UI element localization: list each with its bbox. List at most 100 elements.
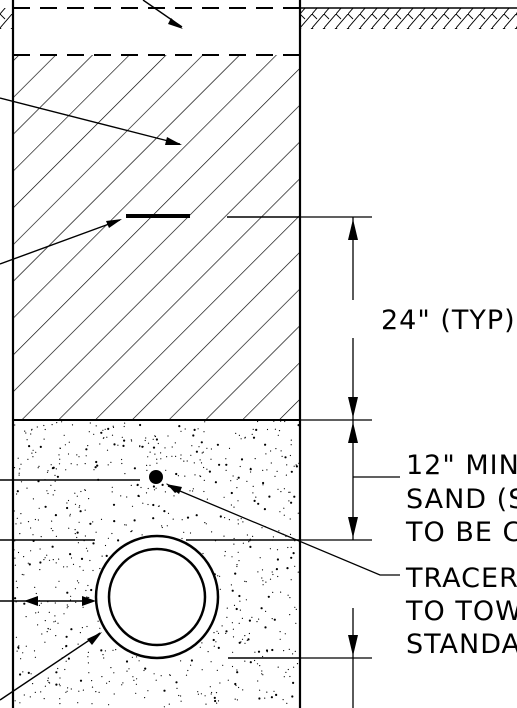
sand-grain xyxy=(192,490,194,492)
sand-grain xyxy=(53,621,55,623)
sand-grain xyxy=(65,635,68,638)
sand-grain xyxy=(200,462,203,464)
sand-grain xyxy=(141,534,143,536)
sand-grain xyxy=(268,495,271,498)
sand-grain xyxy=(269,548,271,550)
sand-grain xyxy=(200,693,202,695)
sand-grain xyxy=(168,703,170,705)
sand-grain xyxy=(156,462,158,464)
sand-grain xyxy=(204,522,206,524)
sand-grain xyxy=(70,595,72,597)
sand-grain xyxy=(81,627,83,629)
sand-grain xyxy=(166,456,168,458)
sand-grain xyxy=(276,470,278,472)
sand-grain xyxy=(131,440,133,442)
sand-grain xyxy=(137,494,140,497)
sand-grain xyxy=(121,458,123,461)
sand-grain xyxy=(239,600,241,602)
sand-grain xyxy=(66,566,68,568)
sand-grain xyxy=(259,557,261,559)
sand-grain xyxy=(246,639,248,642)
sand-grain xyxy=(269,578,272,580)
sand-grain xyxy=(77,702,79,704)
sand-grain xyxy=(262,481,265,485)
sand-grain xyxy=(225,463,228,466)
sand-grain xyxy=(241,638,244,640)
sand-grain xyxy=(230,504,232,506)
sand-grain xyxy=(262,580,264,582)
sand-grain xyxy=(286,464,288,466)
sand-grain xyxy=(256,663,259,665)
sand-grain xyxy=(20,658,22,660)
sand-grain xyxy=(280,591,282,593)
sand-grain xyxy=(144,667,147,670)
sand-grain xyxy=(287,546,289,549)
sand-grain xyxy=(280,420,282,422)
sand-grain xyxy=(195,514,198,517)
sand-grain xyxy=(157,442,159,445)
sand-grain xyxy=(239,465,241,468)
sand-grain xyxy=(152,485,155,488)
sand-grain xyxy=(278,530,280,532)
sand-grain xyxy=(259,689,261,691)
sand-grain xyxy=(88,431,90,433)
sand-grain xyxy=(234,698,236,700)
sand-grain xyxy=(84,489,86,491)
sand-grain xyxy=(202,552,204,555)
sand-grain xyxy=(262,674,264,676)
sand-grain xyxy=(255,428,258,431)
sand-grain xyxy=(210,661,212,663)
sand-grain xyxy=(219,575,221,577)
sand-grain xyxy=(293,495,296,498)
sand-grain xyxy=(237,551,239,553)
sand-grain xyxy=(289,491,291,493)
sand-grain xyxy=(44,620,46,622)
sand-grain xyxy=(224,550,226,553)
sand-grain xyxy=(199,459,201,461)
sand-grain xyxy=(264,443,267,446)
sand-grain xyxy=(216,630,218,632)
sand-grain xyxy=(54,474,56,476)
sand-grain xyxy=(54,602,56,604)
sand-grain xyxy=(67,453,70,455)
sand-grain xyxy=(32,498,35,500)
sand-grain xyxy=(91,680,93,682)
sand-grain xyxy=(142,502,144,504)
sand-grain xyxy=(292,552,295,555)
sand-grain xyxy=(244,437,246,439)
sand-grain xyxy=(293,465,295,467)
sand-grain xyxy=(27,562,29,564)
sand-grain xyxy=(131,656,133,658)
sand-grain xyxy=(280,450,282,452)
sand-grain xyxy=(147,456,149,458)
sand-grain xyxy=(190,659,193,662)
sand-grain xyxy=(123,439,126,442)
sand-grain xyxy=(194,474,196,476)
sand-grain xyxy=(249,661,252,664)
sand-grain xyxy=(215,641,217,643)
sand-grain xyxy=(58,454,60,456)
sand-grain xyxy=(238,434,240,436)
sand-grain xyxy=(67,605,69,608)
sand-grain xyxy=(18,474,20,476)
sand-grain xyxy=(120,495,122,497)
sand-grain xyxy=(76,464,78,466)
sand-grain xyxy=(230,480,232,482)
sand-grain xyxy=(261,569,264,571)
sand-grain xyxy=(180,430,182,432)
sand-grain xyxy=(91,703,93,705)
sand-grain xyxy=(202,451,204,453)
sand-grain xyxy=(61,421,63,423)
sand-grain xyxy=(244,635,246,637)
sand-grain xyxy=(186,460,188,462)
sand-grain xyxy=(290,470,293,473)
sand-grain xyxy=(208,470,211,473)
sand-grain xyxy=(226,607,228,609)
sand-grain xyxy=(287,668,289,671)
sand-grain xyxy=(50,464,52,466)
sand-grain xyxy=(76,536,78,539)
sand-grain xyxy=(82,689,84,691)
sand-grain xyxy=(204,695,206,697)
sand-grain xyxy=(236,699,238,701)
sand-grain xyxy=(113,672,115,674)
